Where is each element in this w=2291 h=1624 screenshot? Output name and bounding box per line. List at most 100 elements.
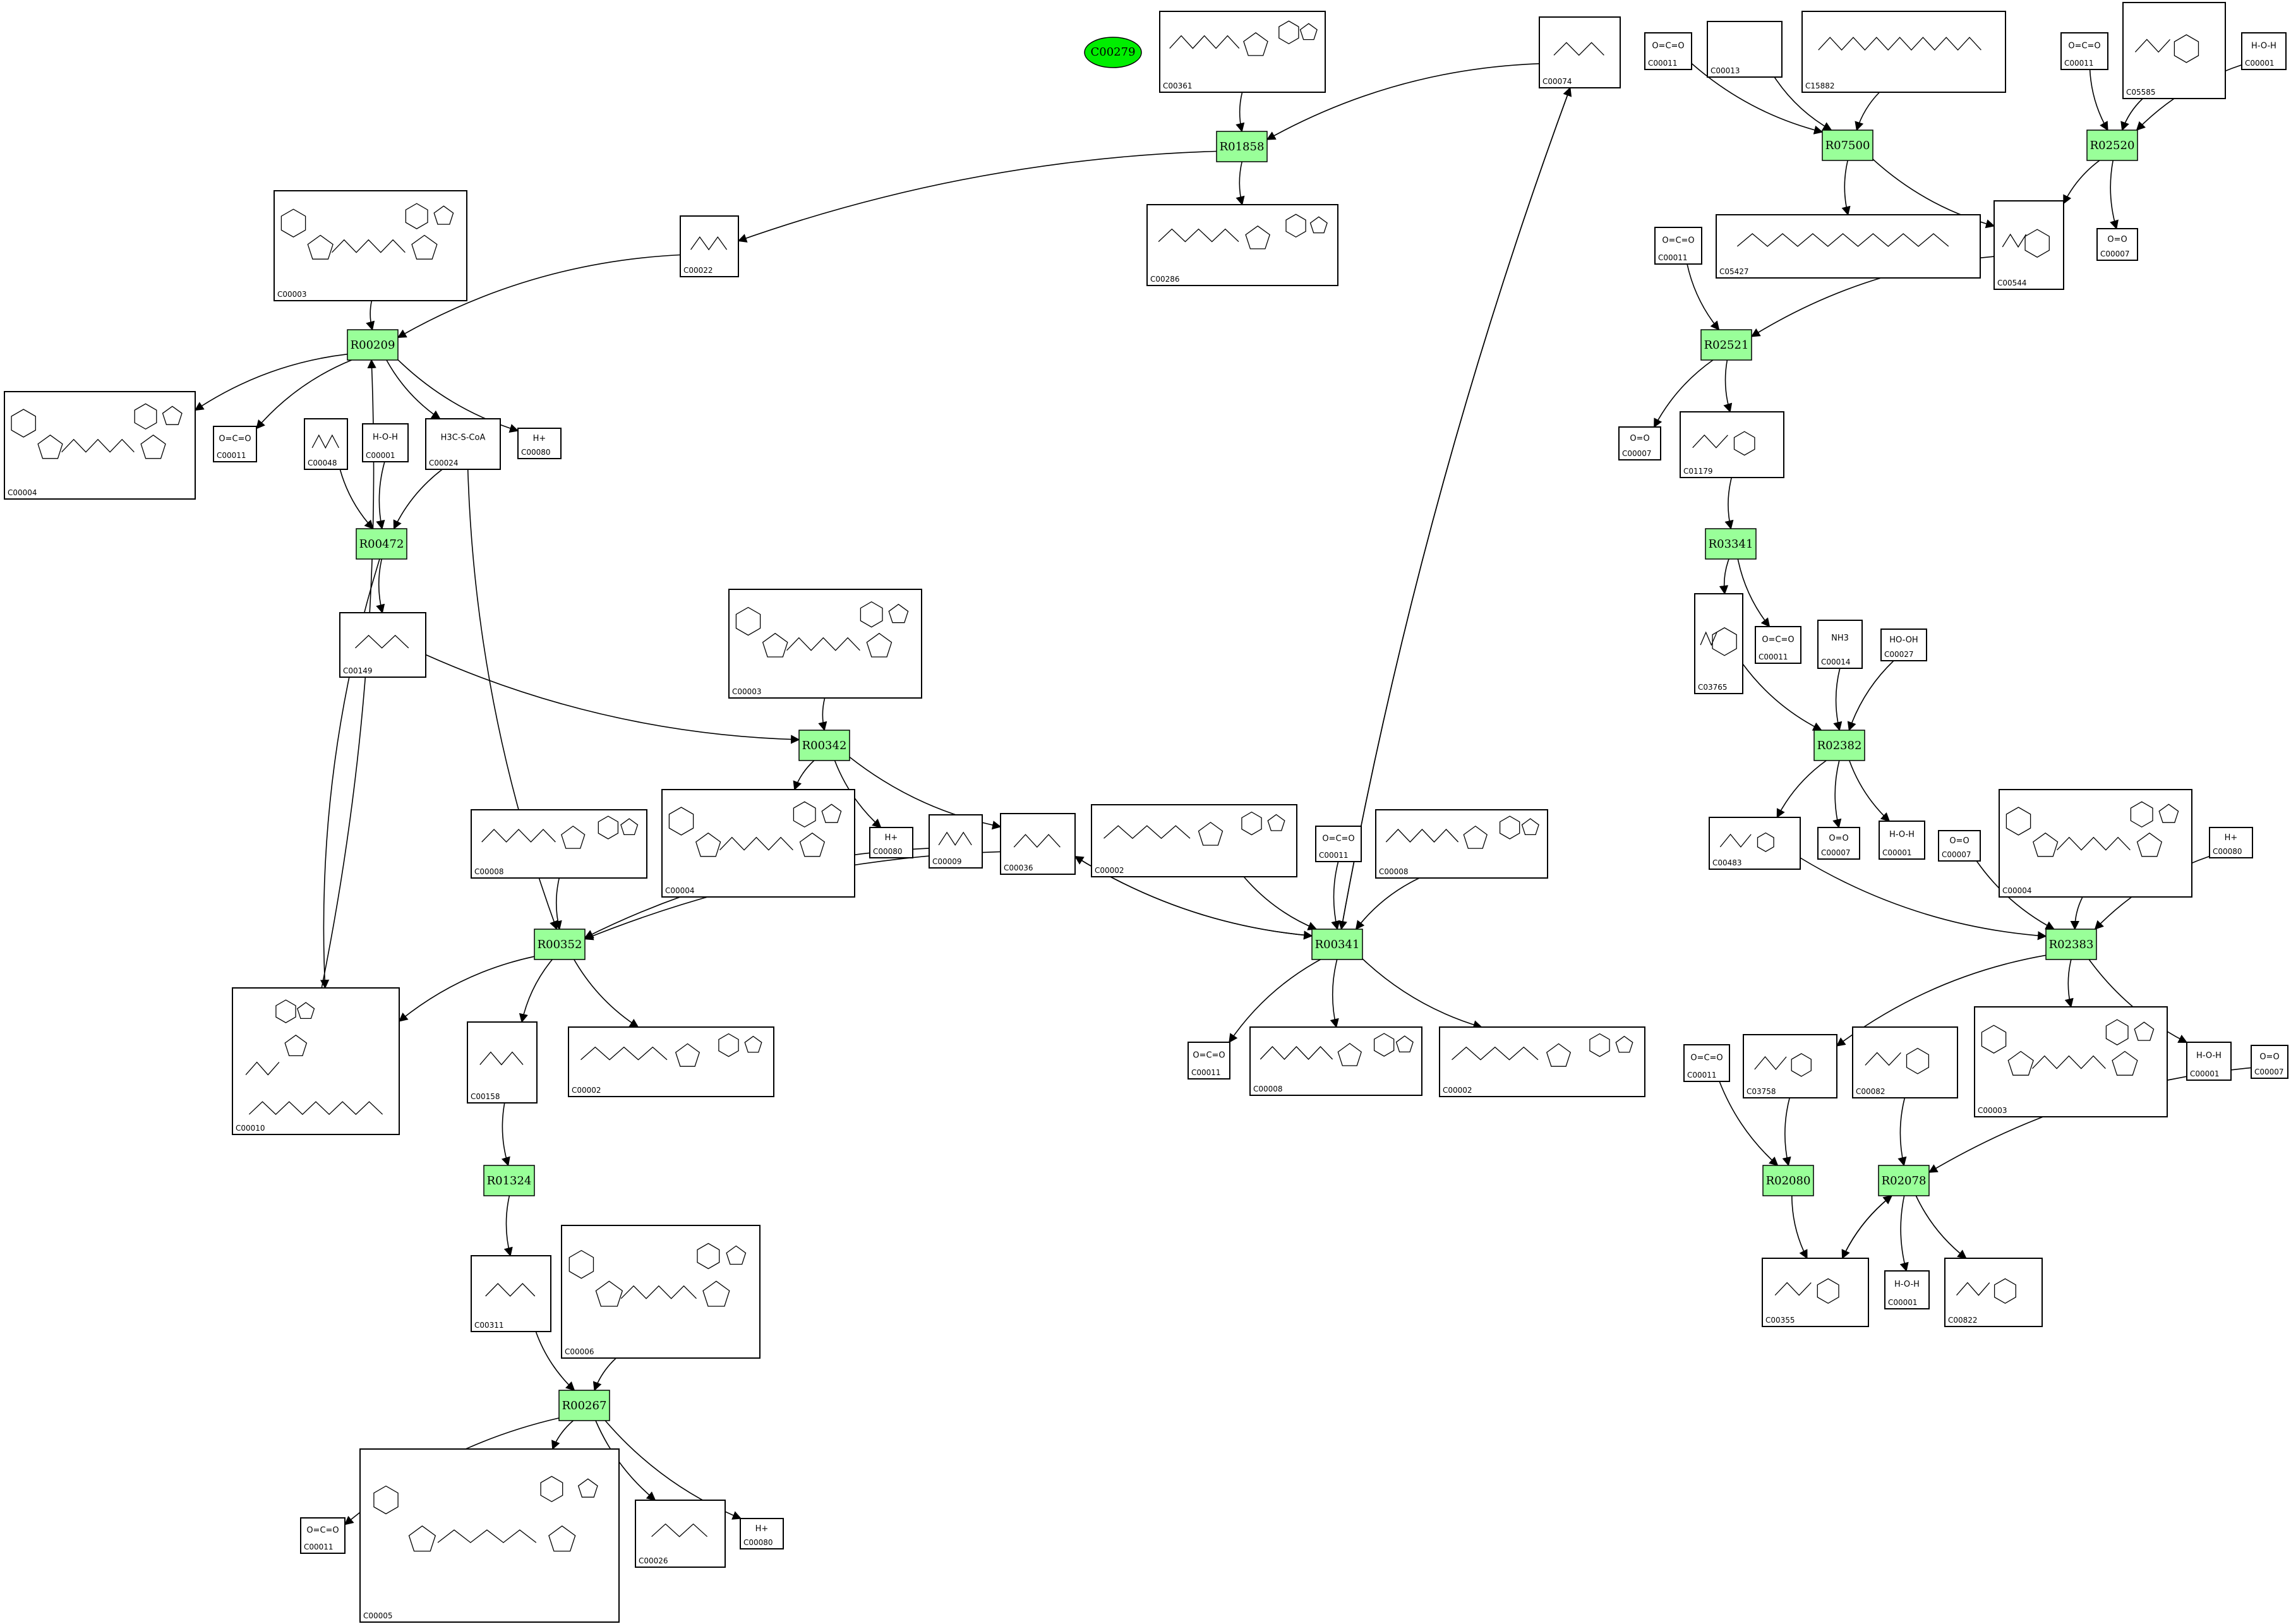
structure-drawing <box>1452 1033 1633 1067</box>
reaction-R00352[interactable]: R00352 <box>534 929 586 960</box>
compound-c00002b[interactable]: C00002 <box>1091 804 1297 877</box>
compound-c00080a[interactable]: H+C00080 <box>517 428 562 459</box>
structure-drawing <box>280 203 454 260</box>
compound-c03758[interactable]: C03758 <box>1743 1034 1837 1098</box>
compound-c00311[interactable]: C00311 <box>471 1255 551 1332</box>
compound-c00008c[interactable]: C00008 <box>1249 1026 1422 1096</box>
compound-c00009[interactable]: C00009 <box>929 814 983 869</box>
reaction-R02521[interactable]: R02521 <box>1700 329 1752 361</box>
compound-id-label: C00001 <box>2190 1069 2220 1078</box>
structure-drawing <box>481 815 639 849</box>
compound-c00080c[interactable]: H+C00080 <box>740 1518 784 1549</box>
compound-id-label: C00022 <box>683 266 713 275</box>
compound-c03765[interactable]: C03765 <box>1694 593 1743 694</box>
compound-c00074[interactable]: C00074 <box>1539 16 1621 88</box>
reaction-R02520[interactable]: R02520 <box>2086 129 2138 161</box>
compound-c00149[interactable]: C00149 <box>339 612 426 678</box>
compound-c00008a[interactable]: C00008 <box>471 809 647 879</box>
reaction-R02080[interactable]: R02080 <box>1762 1165 1814 1196</box>
compound-c00483[interactable]: C00483 <box>1709 817 1801 870</box>
compound-c00002a[interactable]: C00002 <box>568 1026 774 1097</box>
reaction-R00342[interactable]: R00342 <box>798 730 850 761</box>
edge-arrow <box>339 469 374 530</box>
compound-c00004b[interactable]: C00004 <box>661 789 855 898</box>
structure-drawing <box>1774 1278 1839 1304</box>
compound-id-label: C01179 <box>1683 467 1713 476</box>
compound-formula: NH3 <box>1831 634 1849 643</box>
compound-c00006[interactable]: C00006 <box>561 1225 761 1359</box>
reaction-R07500[interactable]: R07500 <box>1822 129 1873 161</box>
reaction-R00209[interactable]: R00209 <box>347 329 399 361</box>
reaction-R02382[interactable]: R02382 <box>1813 730 1865 761</box>
compound-id-label: C00004 <box>8 488 37 497</box>
compound-c00002c[interactable]: C00002 <box>1439 1026 1645 1097</box>
compound-c00004a[interactable]: C00004 <box>4 391 196 500</box>
reaction-R03341[interactable]: R03341 <box>1705 528 1757 560</box>
reaction-R00341[interactable]: R00341 <box>1311 929 1363 960</box>
compound-id-label: C00010 <box>236 1124 265 1133</box>
compound-c00080d[interactable]: H+C00080 <box>2209 827 2253 858</box>
compound-c01179[interactable]: C01179 <box>1680 411 1784 478</box>
reaction-R01858[interactable]: R01858 <box>1216 131 1268 162</box>
compound-c00082[interactable]: C00082 <box>1852 1026 1958 1098</box>
compound-c00003a[interactable]: C00003 <box>274 190 467 301</box>
compound-c00361[interactable]: C00361 <box>1159 11 1326 93</box>
reaction-R00267[interactable]: R00267 <box>558 1390 610 1421</box>
compound-c00005[interactable]: C00005 <box>359 1448 620 1623</box>
compound-c05585[interactable]: C05585 <box>2122 2 2226 99</box>
compound-c00355[interactable]: C00355 <box>1762 1258 1869 1327</box>
reaction-R02383[interactable]: R02383 <box>2045 929 2097 960</box>
compound-c00544[interactable]: C00544 <box>1993 200 2064 290</box>
compound-c00026[interactable]: C00026 <box>635 1500 726 1568</box>
compound-id-label: C00080 <box>743 1538 773 1547</box>
compound-c00036[interactable]: C00036 <box>1000 813 1076 875</box>
structure-drawing <box>1754 1053 1812 1077</box>
compound-c00286[interactable]: C00286 <box>1146 204 1338 286</box>
reaction-R01324[interactable]: R01324 <box>483 1165 535 1196</box>
compound-c00008b[interactable]: C00008 <box>1375 809 1548 879</box>
start-compound-node[interactable]: C00279 <box>1084 37 1142 68</box>
structure-drawing <box>1865 1047 1930 1074</box>
compound-c00158[interactable]: C00158 <box>467 1021 538 1104</box>
compound-id-label: C00007 <box>2254 1068 2284 1076</box>
edge-arrow <box>1782 1097 1791 1167</box>
compound-c00048[interactable]: C00048 <box>304 418 348 470</box>
compound-c00003b[interactable]: C00003 <box>728 589 922 699</box>
edge-arrow <box>1833 668 1843 731</box>
compound-c00003c[interactable]: C00003 <box>1974 1006 2168 1117</box>
reaction-R00472[interactable]: R00472 <box>356 528 407 560</box>
edge-arrow <box>793 760 815 791</box>
compound-c00080b[interactable]: H+C00080 <box>869 827 913 858</box>
compound-c05427[interactable]: C05427 <box>1716 214 1981 279</box>
compound-c00013[interactable]: C00013 <box>1707 21 1783 78</box>
reaction-R02078[interactable]: R02078 <box>1878 1165 1930 1196</box>
compound-id-label: C00002 <box>1095 866 1124 875</box>
compound-c00822[interactable]: C00822 <box>1944 1258 2043 1327</box>
compound-c15882[interactable]: C15882 <box>1801 11 2006 93</box>
compound-c00010[interactable]: C00010 <box>232 987 400 1135</box>
compound-c00004c[interactable]: C00004 <box>1999 789 2192 898</box>
compound-c00022[interactable]: C00022 <box>680 215 739 277</box>
